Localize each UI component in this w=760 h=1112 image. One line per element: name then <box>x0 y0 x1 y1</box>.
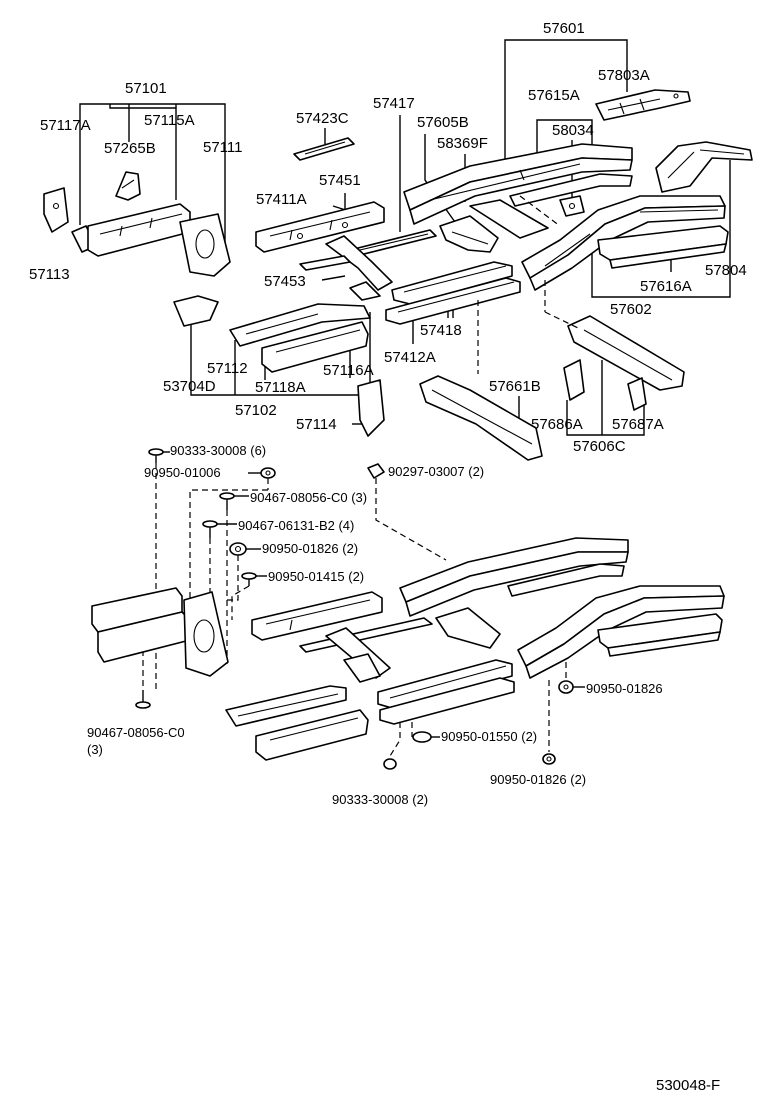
label-57605b: 57605B <box>417 114 469 131</box>
assembled-main-rail <box>399 537 629 617</box>
label-57453: 57453 <box>264 273 306 290</box>
assembly-guides-top <box>477 195 579 374</box>
label-57115a: 57115A <box>144 112 195 129</box>
part-58034 <box>559 195 585 217</box>
label-57112: 57112 <box>207 360 248 377</box>
assembled-rear-rail <box>517 585 725 679</box>
assembled-sill <box>377 659 515 725</box>
part-57115a <box>87 203 191 257</box>
label-90950-01550-2: 90950-01550 (2) <box>441 729 537 744</box>
label-57412a: 57412A <box>384 349 436 366</box>
part-57114 <box>357 379 385 437</box>
label-qty-3: (3) <box>87 742 103 757</box>
part-58369f <box>469 199 549 239</box>
part-57601 <box>403 143 633 225</box>
label-57417: 57417 <box>373 95 415 112</box>
part-57111 <box>179 213 231 277</box>
part-57661b <box>419 375 543 461</box>
screw-icon <box>219 492 235 510</box>
label-90950-01415-2: 90950-01415 (2) <box>268 569 364 584</box>
exploded-parts <box>43 89 753 461</box>
label-90950-01826-2: 90950-01826 (2) <box>262 541 358 556</box>
part-57112 <box>229 303 371 347</box>
screw-icon <box>135 690 151 709</box>
label-90333-30008-2: 90333-30008 (2) <box>332 792 428 807</box>
label-90950-01006: 90950-01006 <box>144 465 221 480</box>
plug-icon <box>383 758 397 770</box>
part-labels: 57601 57803A 57615A 58034 57101 57117A 5… <box>29 20 747 455</box>
label-57803a: 57803A <box>598 67 650 84</box>
assembled-center <box>251 591 501 683</box>
assembled-front-left <box>91 587 229 677</box>
label-90333-30008-6: 90333-30008 (6) <box>170 443 266 458</box>
fastener-icons <box>135 448 574 770</box>
part-57803a <box>595 89 691 121</box>
part-57686a <box>563 359 585 401</box>
part-53704d <box>173 295 219 327</box>
label-57423c: 57423C <box>296 110 349 127</box>
label-57418: 57418 <box>420 322 462 339</box>
screw-icon <box>202 520 218 538</box>
nut-icon <box>229 542 247 556</box>
label-57111: 57111 <box>203 139 243 156</box>
label-57113: 57113 <box>29 266 70 283</box>
label-57686a: 57686A <box>531 416 583 433</box>
part-57687a <box>627 377 647 411</box>
part-57602 <box>521 195 726 291</box>
label-90467-08056-c0: 90467-08056-C0 <box>87 725 185 740</box>
label-57101: 57101 <box>125 80 167 97</box>
label-57661b: 57661B <box>489 378 541 395</box>
label-57411a: 57411A <box>256 191 307 208</box>
part-57412a <box>385 277 521 325</box>
label-57804: 57804 <box>705 262 747 279</box>
part-57411a <box>255 201 385 253</box>
label-57606c: 57606C <box>573 438 626 455</box>
label-58034: 58034 <box>552 122 594 139</box>
screw-icon <box>148 448 164 463</box>
label-90297-03007-2: 90297-03007 (2) <box>388 464 484 479</box>
part-57804 <box>655 141 753 193</box>
label-90950-01826: 90950-01826 <box>586 681 663 696</box>
label-57114: 57114 <box>296 416 337 433</box>
part-57605b <box>439 215 499 253</box>
label-57616a: 57616A <box>640 278 692 295</box>
label-57116a: 57116A <box>323 362 374 379</box>
part-57116a <box>261 321 369 373</box>
label-57102: 57102 <box>235 402 277 419</box>
label-57602: 57602 <box>610 301 652 318</box>
part-57417 <box>349 229 437 257</box>
label-57265b: 57265B <box>104 140 156 157</box>
fastener-labels: 90333-30008 (6) 90950-01006 90297-03007 … <box>87 443 663 807</box>
part-57113 <box>43 187 69 233</box>
plug-icon <box>241 572 257 586</box>
plug-icon <box>412 731 432 743</box>
label-57118a: 57118A <box>255 379 306 396</box>
label-57615a: 57615A <box>528 87 580 104</box>
label-57451: 57451 <box>319 172 361 189</box>
label-57117a: 57117A <box>40 117 91 134</box>
part-57418 <box>391 261 513 305</box>
nut-icon <box>542 753 556 765</box>
part-57616a <box>597 225 729 269</box>
label-57601: 57601 <box>543 20 585 37</box>
label-58369f: 58369F <box>437 135 488 152</box>
assembled-front-lower <box>225 685 369 761</box>
part-57606c <box>567 315 685 391</box>
label-90950-01826-2-b: 90950-01826 (2) <box>490 772 586 787</box>
part-57265b <box>115 171 141 201</box>
part-57423c <box>293 137 355 161</box>
clip-icon <box>367 463 385 479</box>
label-53704d: 53704D <box>163 378 216 395</box>
label-57687a: 57687A <box>612 416 664 433</box>
label-90467-06131-b2-4: 90467-06131-B2 (4) <box>238 518 354 533</box>
nut-icon <box>558 680 574 694</box>
nut-icon <box>260 467 276 479</box>
label-90467-08056-c0-3: 90467-08056-C0 (3) <box>250 490 367 505</box>
assembled-frame <box>91 537 725 761</box>
diagram-code: 530048-F <box>656 1077 720 1094</box>
part-57451 <box>325 235 393 291</box>
part-57453 <box>299 255 381 301</box>
